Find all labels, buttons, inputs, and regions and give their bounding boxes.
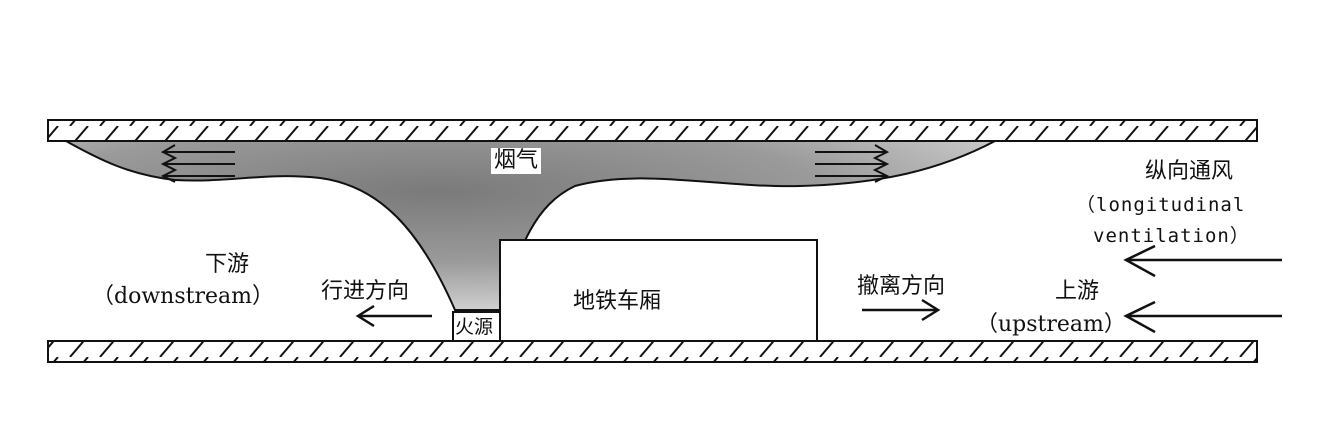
ventilation-arrow-lower — [1123, 300, 1282, 334]
travel-direction-label: 行进方向 — [321, 279, 410, 304]
tunnel-floor — [47, 340, 1258, 363]
downstream-label-cn: 下游 — [205, 252, 250, 277]
ventilation-arrow-upper — [1123, 244, 1282, 278]
evacuation-direction-label: 撤离方向 — [857, 274, 946, 299]
subway-car — [499, 239, 818, 342]
travel-direction-arrow — [355, 304, 432, 328]
fire-source-box — [452, 311, 501, 342]
tunnel-ceiling — [47, 119, 1258, 142]
smoke-label: 烟气 — [491, 148, 542, 174]
ventilation-label-en-line2: ventilation） — [1093, 225, 1250, 247]
smoke-flow-left-arrow — [160, 144, 235, 183]
ventilation-label-en-line1: （longitudinal — [1076, 194, 1246, 216]
ventilation-label-cn: 纵向通风 — [1145, 159, 1234, 184]
upstream-label-cn: 上游 — [1055, 279, 1100, 304]
smoke-flow-right-arrow — [815, 144, 890, 183]
fire-source-label: 火源 — [455, 316, 494, 338]
upstream-label-en: （upstream） — [976, 312, 1126, 337]
subway-car-label: 地铁车厢 — [573, 289, 662, 314]
evacuation-direction-arrow — [862, 298, 941, 322]
downstream-label-en: （downstream） — [92, 284, 274, 309]
